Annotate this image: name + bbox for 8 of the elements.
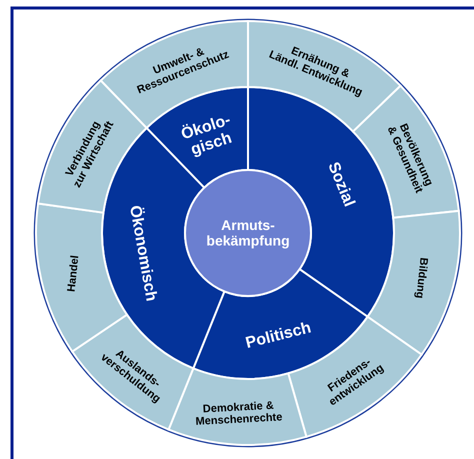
segment-label: Armuts- bekämpfung: [206, 217, 290, 249]
segment-label: Ökonomisch: [126, 204, 160, 303]
segment-label: Demokratie & Menschenrechte: [195, 400, 283, 428]
segment-label: Politisch: [244, 319, 313, 352]
segment-label: Bildung: [413, 257, 430, 299]
segment-label: Handel: [66, 254, 82, 292]
segment-label: Ökolo- gisch: [179, 111, 234, 159]
segment-label: Sozial: [324, 160, 358, 210]
